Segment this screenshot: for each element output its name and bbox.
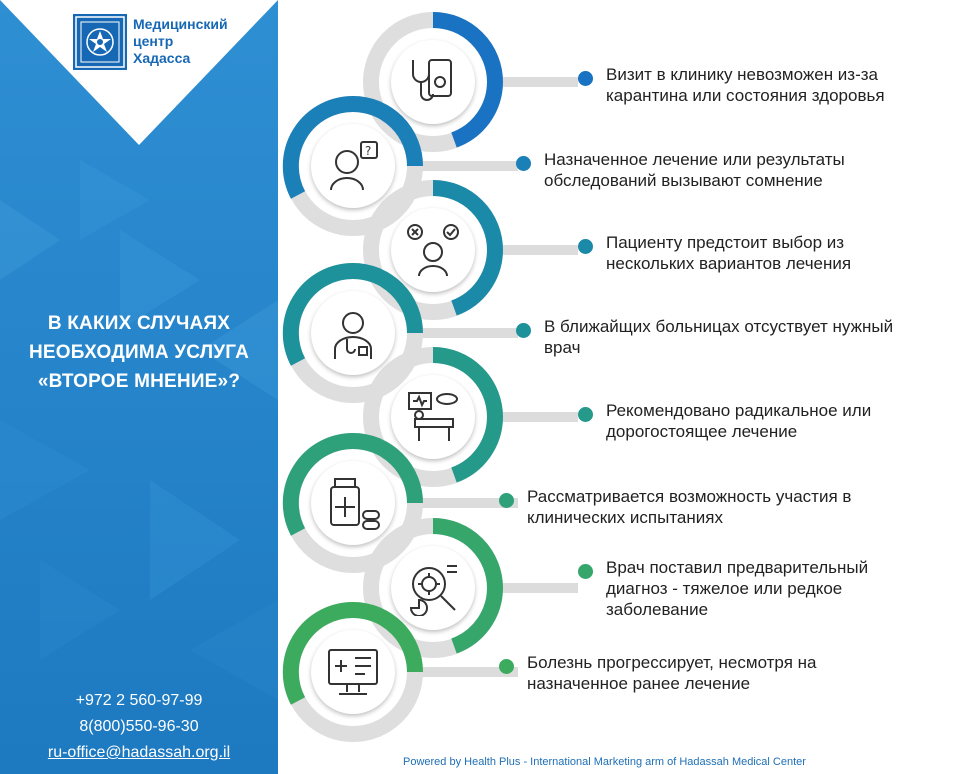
list-item: В ближайщих больницах отсуствует нужный … [516, 316, 896, 358]
item-text: Врач поставил предварительный диагноз - … [606, 558, 869, 619]
heading-line: НЕОБХОДИМА УСЛУГА [29, 342, 249, 363]
background-pattern [0, 160, 278, 700]
virus-magnifier-icon [391, 546, 475, 630]
footer-credit: Powered by Health Plus - International M… [403, 756, 806, 768]
bullet-dot [578, 71, 593, 86]
page-heading: В КАКИХ СЛУЧАЯХ НЕОБХОДИМА УСЛУГА «ВТОРО… [12, 309, 266, 396]
bullet-dot [578, 239, 593, 254]
doctor-icon [311, 291, 395, 375]
phone-number[interactable]: +972 2 560-97-99 [75, 692, 203, 709]
logo-text: Медицинский центр Хадасса [133, 16, 228, 67]
steps-chain: ? [278, 0, 960, 774]
bullet-dot [499, 493, 514, 508]
bullet-dot [516, 323, 531, 338]
phone-number[interactable]: 8(800)550-96-30 [79, 718, 199, 735]
heading-line: В КАКИХ СЛУЧАЯХ [47, 313, 231, 334]
list-item: Врач поставил предварительный диагноз - … [578, 557, 918, 620]
item-text: Рекомендовано радикальное или дорогостоя… [606, 401, 872, 441]
bullet-dot [499, 659, 514, 674]
bullet-dot [578, 407, 593, 422]
list-item: Пациенту предстоит выбор из нескольких в… [578, 232, 918, 274]
hadassah-logo-icon [73, 14, 127, 70]
bullet-dot [516, 156, 531, 171]
list-item: Назначенное лечение или результаты обсле… [516, 149, 916, 191]
item-text: Визит в клинику невозможен из-за каранти… [606, 65, 885, 105]
contacts: +972 2 560-97-99 8(800)550-96-30 ru-offi… [0, 688, 278, 766]
list-item: Болезнь прогрессирует, несмотря на назна… [499, 652, 899, 694]
item-text: Рассматривается возможность участия в кл… [527, 487, 852, 527]
choice-person-icon [391, 208, 475, 292]
list-item: Рекомендовано радикальное или дорогостоя… [578, 400, 938, 442]
item-text: Пациенту предстоит выбор из нескольких в… [606, 233, 852, 273]
email-link[interactable]: ru-office@hadassah.org.il [47, 744, 231, 761]
ring-chain-graphic [282, 12, 578, 742]
logo-line: Медицинский [133, 16, 228, 32]
svg-text:?: ? [365, 144, 371, 158]
left-panel: Медицинский центр Хадасса В КАКИХ СЛУЧАЯ… [0, 0, 278, 774]
item-text: Болезнь прогрессирует, несмотря на назна… [527, 653, 817, 693]
surgery-room-icon [391, 375, 475, 459]
list-item: Рассматривается возможность участия в кл… [499, 486, 939, 528]
logo-line: Хадасса [133, 50, 191, 66]
bullet-dot [578, 564, 593, 579]
doubting-person-icon: ? [311, 124, 395, 208]
stethoscope-tablet-icon [391, 40, 475, 124]
medical-monitor-icon [311, 630, 395, 714]
item-text: Назначенное лечение или результаты обсле… [544, 150, 845, 190]
logo-line: центр [133, 33, 174, 49]
heading-line: «ВТОРОЕ МНЕНИЕ»? [37, 371, 241, 392]
medicine-pills-icon [311, 461, 395, 545]
item-text: В ближайщих больницах отсуствует нужный … [544, 317, 894, 357]
logo-card: Медицинский центр Хадасса [0, 0, 278, 145]
list-item: Визит в клинику невозможен из-за каранти… [578, 64, 948, 106]
